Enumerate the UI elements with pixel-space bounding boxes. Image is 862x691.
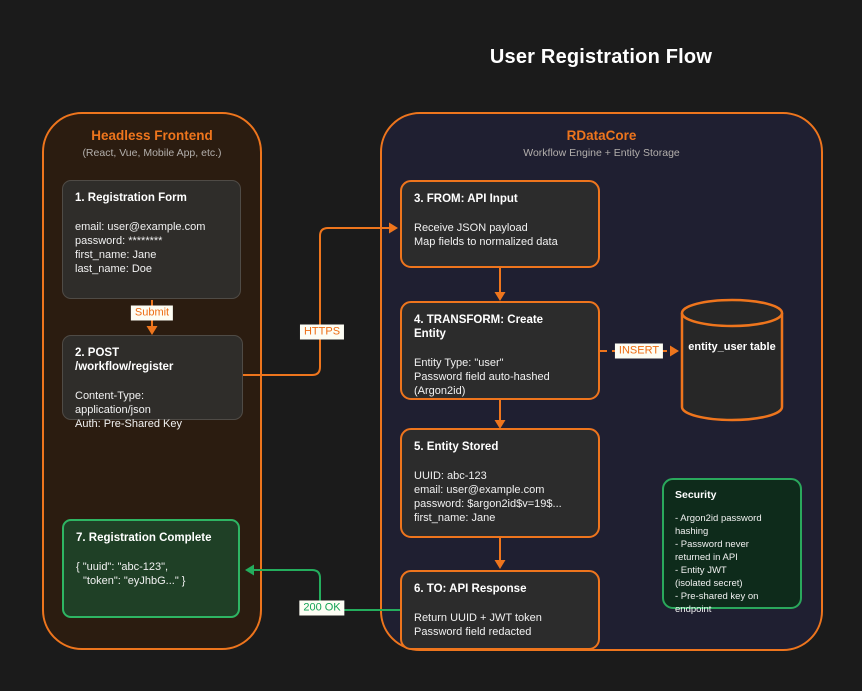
security-note-title: Security [675,489,717,501]
node-entity-stored-title: 5. Entity Stored [414,441,499,453]
frontend-title: Headless Frontend [91,128,213,143]
node-transform-create-entity: 4. TRANSFORM: Create Entity Entity Type:… [400,301,600,400]
security-item: - Entity JWT (isolated secret) [675,565,743,589]
node-line: Content-Type: application/json [75,390,151,416]
node-line: password: ******** [75,235,163,247]
edge-label-https: HTTPS [299,324,345,340]
node-line: Return UUID + JWT token [414,612,542,624]
security-item: - Password never returned in API [675,539,749,563]
edge-label-submit: Submit [130,305,174,321]
core-title: RDataCore [566,128,637,143]
node-post-title: 2. POST /workflow/register [75,347,174,373]
node-line: Password field redacted [414,626,532,638]
node-line: email: user@example.com [414,484,545,496]
edge-label-insert: INSERT [614,343,664,359]
security-note: Security - Argon2id password hashing - P… [662,478,802,615]
security-item: - Argon2id password hashing [675,513,762,537]
edge-https [243,227,389,376]
node-line: "token": "eyJhbG..." } [83,575,186,587]
node-line: Password field auto-hashed (Argon2id) [414,371,550,397]
node-line: first_name: Jane [75,249,157,261]
core-subtitle: Workflow Engine + Entity Storage [523,147,680,159]
frontend-subtitle: (React, Vue, Mobile App, etc.) [82,147,222,159]
node-registration-form: 1. Registration Form email: user@example… [62,180,241,299]
node-from-title: 3. FROM: API Input [414,193,518,205]
node-registration-complete: 7. Registration Complete { "uuid": "abc-… [62,519,240,618]
node-line: UUID: abc-123 [414,470,487,482]
node-line: last_name: Doe [75,263,153,275]
security-item: - Pre-shared key on endpoint [675,591,759,615]
node-line: { "uuid": "abc-123", [76,561,169,573]
node-post-workflow-register: 2. POST /workflow/register Content-Type:… [62,335,243,430]
node-to-api-response: 6. TO: API Response Return UUID + JWT to… [400,570,600,650]
node-registration-form-title: 1. Registration Form [75,192,187,204]
node-line: first_name: Jane [414,512,496,524]
node-entity-stored: 5. Entity Stored UUID: abc-123 email: us… [400,428,600,538]
page-title: User Registration Flow [489,46,713,68]
node-registration-complete-title: 7. Registration Complete [76,532,212,544]
database-label: entity_user table [688,341,776,353]
node-line: Entity Type: "user" [414,357,504,369]
node-line: Receive JSON payload [414,222,528,234]
node-line: password: $argon2id$v=19$... [414,498,562,510]
node-line: Auth: Pre-Shared Key [75,418,183,430]
node-line: email: user@example.com [75,221,206,233]
node-transform-title: 4. TRANSFORM: Create Entity [414,314,544,340]
node-from-api-input: 3. FROM: API Input Receive JSON payload … [400,180,600,268]
node-line: Map fields to normalized data [414,236,558,248]
node-to-title: 6. TO: API Response [414,583,527,595]
edge-label-200-ok: 200 OK [299,600,345,616]
